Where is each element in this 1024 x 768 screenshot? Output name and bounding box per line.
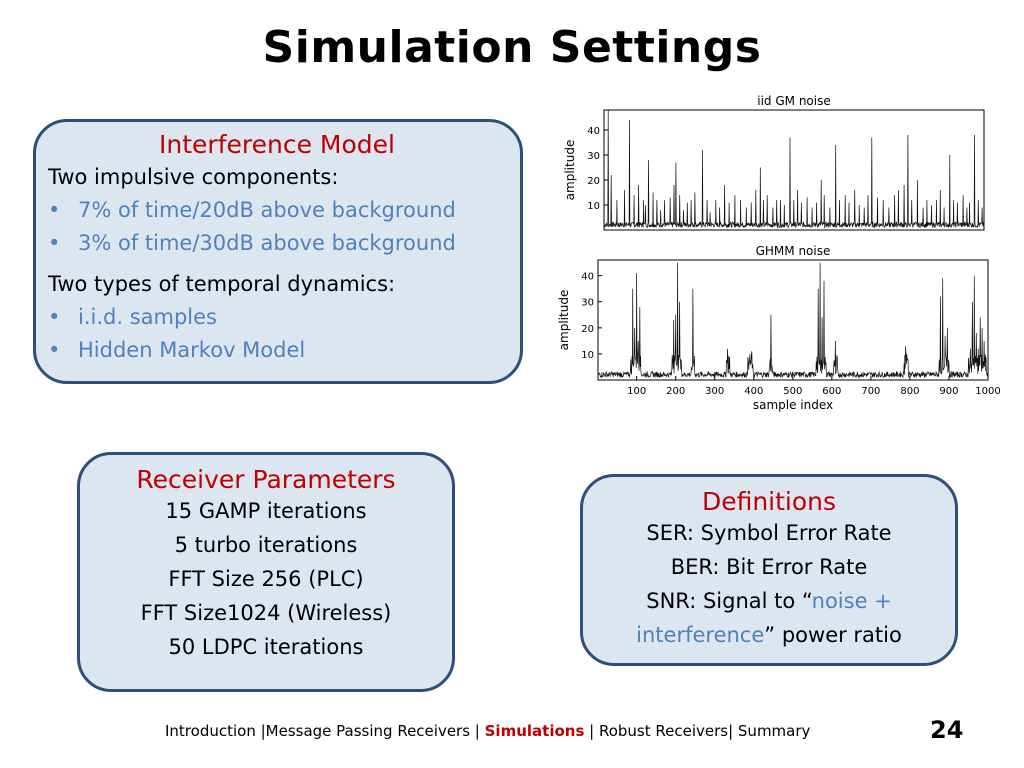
noise-series-line <box>603 109 985 229</box>
receiver-heading: Receiver Parameters <box>136 465 396 494</box>
components-label: Two impulsive components: <box>48 165 339 189</box>
ser-definition: SER: Symbol Error Rate <box>646 521 892 545</box>
y-tick-label: 30 <box>581 298 594 309</box>
y-axis-label: amplitude <box>563 140 577 201</box>
dynamics-list: •i.i.d. samples •Hidden Markov Model <box>48 301 506 367</box>
receiver-line: FFT Size1024 (Wireless) <box>140 601 392 625</box>
footer-nav: Introduction |Message Passing Receivers … <box>165 722 810 740</box>
x-tick-label: 400 <box>744 386 763 397</box>
noise-charts: iid GM noise amplitude 10 20 30 40 GHMM noise… <box>557 94 1001 412</box>
x-tick-label: 200 <box>666 386 685 397</box>
x-tick-label: 100 <box>627 386 646 397</box>
y-tick-label: 10 <box>581 350 594 361</box>
y-tick-label: 20 <box>587 176 600 187</box>
x-tick-label: 500 <box>783 386 802 397</box>
y-tick-label: 30 <box>587 151 600 162</box>
footer-nav-active[interactable]: Simulations <box>484 722 585 740</box>
x-tick-label: 900 <box>939 386 958 397</box>
ghmm-noise-chart: GHMM noise amplitude 10 20 30 40 100 200 300 400 5… <box>557 244 1001 412</box>
dynamics-label: Two types of temporal dynamics: <box>48 272 396 296</box>
chart-title: GHMM noise <box>756 244 831 258</box>
list-item: •i.i.d. samples <box>48 305 217 329</box>
y-tick-label: 10 <box>587 201 600 212</box>
definitions-heading: Definitions <box>701 487 837 516</box>
components-list: •7% of time/20dB above background •3% of… <box>48 194 506 260</box>
x-tick-label: 1000 <box>975 386 1000 397</box>
list-item: •7% of time/20dB above background <box>48 198 456 222</box>
snr-definition: SNR: Signal to “noise + interference” po… <box>636 589 902 647</box>
x-tick-label: 300 <box>705 386 724 397</box>
footer-nav-text[interactable]: | Robust Receivers| Summary <box>584 722 811 740</box>
receiver-line: 5 turbo iterations <box>174 533 358 557</box>
receiver-line: FFT Size 256 (PLC) <box>168 567 364 591</box>
list-item: •Hidden Markov Model <box>48 338 306 362</box>
interference-model-box: Interference Model Two impulsive compone… <box>33 119 523 384</box>
x-tick-label: 700 <box>861 386 880 397</box>
definitions-box: Definitions SER: Symbol Error Rate BER: … <box>580 474 958 666</box>
list-item: •3% of time/30dB above background <box>48 231 456 255</box>
interference-heading: Interference Model <box>159 130 395 159</box>
iid-gm-noise-chart: iid GM noise amplitude 10 20 30 40 <box>563 94 985 231</box>
receiver-line: 50 LDPC iterations <box>168 635 364 659</box>
y-tick-label: 40 <box>587 126 600 137</box>
chart-title: iid GM noise <box>757 94 830 108</box>
receiver-parameters-box: Receiver Parameters 15 GAMP iterations 5… <box>77 452 455 692</box>
y-tick-label: 40 <box>581 272 594 283</box>
slide-title: Simulation Settings <box>262 22 762 73</box>
y-tick-label: 20 <box>581 324 594 335</box>
x-axis-label: sample index <box>753 398 833 412</box>
x-tick-label: 600 <box>822 386 841 397</box>
y-axis-label: amplitude <box>557 290 571 351</box>
footer-nav-text[interactable]: Introduction |Message Passing Receivers … <box>165 722 485 740</box>
ber-definition: BER: Bit Error Rate <box>670 555 868 579</box>
receiver-line: 15 GAMP iterations <box>165 499 367 523</box>
plot-frame <box>597 259 989 381</box>
noise-series-line <box>597 262 989 379</box>
x-tick-label: 800 <box>900 386 919 397</box>
page-number: 24 <box>930 716 964 744</box>
